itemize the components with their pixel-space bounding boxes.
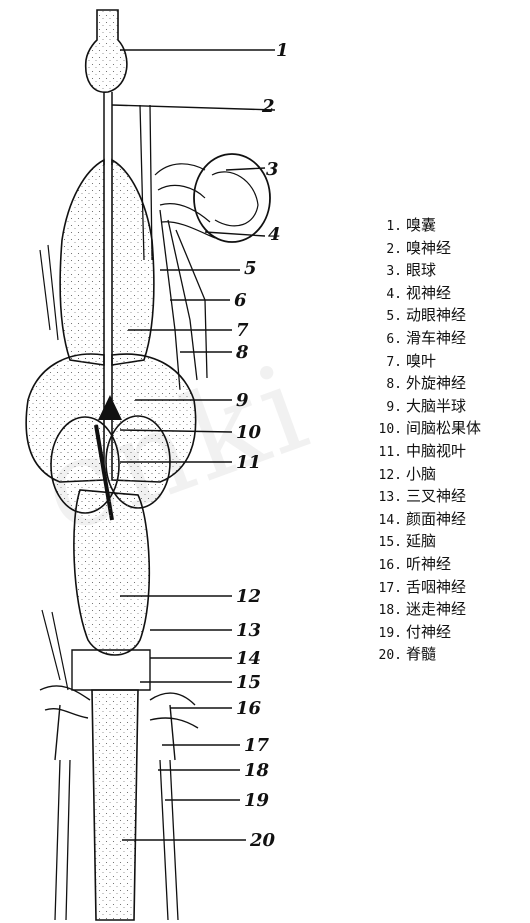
cerebellum (74, 490, 149, 655)
legend-item: 16.听神经 (372, 553, 530, 576)
legend-label: 间脑松果体 (406, 417, 481, 440)
eye-muscles (155, 164, 215, 238)
legend-item: 12.小脑 (372, 463, 530, 486)
legend-label: 嗅囊 (406, 214, 436, 237)
legend-label: 眼球 (406, 259, 436, 282)
legend: 1.嗅囊 2.嗅神经 3.眼球 4.视神经 5.动眼神经 6.滑车神经 7.嗅叶… (372, 214, 530, 666)
legend-number: 1. (372, 216, 402, 239)
legend-item: 7.嗅叶 (372, 350, 530, 373)
legend-item: 1.嗅囊 (372, 214, 530, 237)
legend-number: 7. (372, 352, 402, 375)
legend-item: 11.中脑视叶 (372, 440, 530, 463)
legend-label: 迷走神经 (406, 598, 466, 621)
legend-label: 大脑半球 (406, 395, 466, 418)
callout-9: 9 (236, 390, 249, 411)
legend-label: 三叉神经 (406, 485, 466, 508)
legend-item: 10.间脑松果体 (372, 417, 530, 440)
legend-item: 17.舌咽神经 (372, 576, 530, 599)
legend-item: 13.三叉神经 (372, 485, 530, 508)
olfactory-lobe (60, 160, 154, 365)
legend-number: 3. (372, 261, 402, 284)
legend-number: 19. (372, 623, 402, 646)
legend-item: 9.大脑半球 (372, 395, 530, 418)
legend-number: 4. (372, 284, 402, 307)
legend-number: 15. (372, 532, 402, 555)
legend-item: 3.眼球 (372, 259, 530, 282)
legend-number: 9. (372, 397, 402, 420)
legend-number: 17. (372, 578, 402, 601)
callout-1: 1 (276, 40, 289, 61)
callout-6: 6 (234, 290, 247, 311)
legend-item: 19.付神经 (372, 621, 530, 644)
legend-item: 6.滑车神经 (372, 327, 530, 350)
legend-label: 小脑 (406, 463, 436, 486)
legend-number: 2. (372, 239, 402, 262)
callout-20: 20 (249, 830, 276, 851)
legend-item: 2.嗅神经 (372, 237, 530, 260)
callout-16: 16 (236, 698, 262, 719)
callout-12: 12 (236, 586, 261, 607)
callout-8: 8 (235, 342, 249, 363)
legend-item: 14.颜面神经 (372, 508, 530, 531)
legend-label: 外旋神经 (406, 372, 466, 395)
callout-5: 5 (244, 258, 257, 279)
callout-2: 2 (261, 96, 275, 117)
spinal-cord (92, 690, 138, 920)
legend-label: 视神经 (406, 282, 451, 305)
callout-14: 14 (236, 648, 261, 669)
legend-item: 5.动眼神经 (372, 304, 530, 327)
legend-label: 付神经 (406, 621, 451, 644)
legend-item: 8.外旋神经 (372, 372, 530, 395)
legend-number: 13. (372, 487, 402, 510)
callout-18: 18 (244, 760, 270, 781)
eyeball (194, 154, 270, 242)
callout-10: 10 (236, 422, 262, 443)
legend-item: 18.迷走神经 (372, 598, 530, 621)
legend-number: 20. (372, 645, 402, 668)
callout-numbers: 1 2 3 4 5 6 7 8 9 10 11 12 13 14 15 16 1… (234, 40, 289, 851)
legend-label: 滑车神经 (406, 327, 466, 350)
callout-7: 7 (236, 320, 249, 341)
olfactory-nerve (104, 92, 112, 165)
legend-number: 6. (372, 329, 402, 352)
legend-item: 15.延脑 (372, 530, 530, 553)
callout-17: 17 (244, 735, 270, 756)
legend-label: 舌咽神经 (406, 576, 466, 599)
legend-label: 脊髓 (406, 643, 436, 666)
legend-label: 中脑视叶 (406, 440, 466, 463)
legend-number: 12. (372, 465, 402, 488)
legend-label: 听神经 (406, 553, 451, 576)
olfactory-sac (86, 10, 127, 92)
callout-3: 3 (266, 159, 279, 180)
callout-4: 4 (268, 224, 281, 245)
legend-number: 5. (372, 306, 402, 329)
legend-label: 颜面神经 (406, 508, 466, 531)
callout-19: 19 (244, 790, 270, 811)
legend-number: 11. (372, 442, 402, 465)
legend-item: 4.视神经 (372, 282, 530, 305)
legend-label: 动眼神经 (406, 304, 466, 327)
legend-number: 10. (372, 419, 402, 442)
callout-11: 11 (236, 452, 261, 473)
legend-number: 18. (372, 600, 402, 623)
legend-label: 嗅叶 (406, 350, 436, 373)
legend-item: 20.脊髓 (372, 643, 530, 666)
legend-number: 16. (372, 555, 402, 578)
callout-15: 15 (236, 672, 261, 693)
legend-label: 嗅神经 (406, 237, 451, 260)
callout-13: 13 (236, 620, 261, 641)
legend-label: 延脑 (406, 530, 436, 553)
legend-number: 14. (372, 510, 402, 533)
medulla (72, 650, 150, 690)
legend-number: 8. (372, 374, 402, 397)
